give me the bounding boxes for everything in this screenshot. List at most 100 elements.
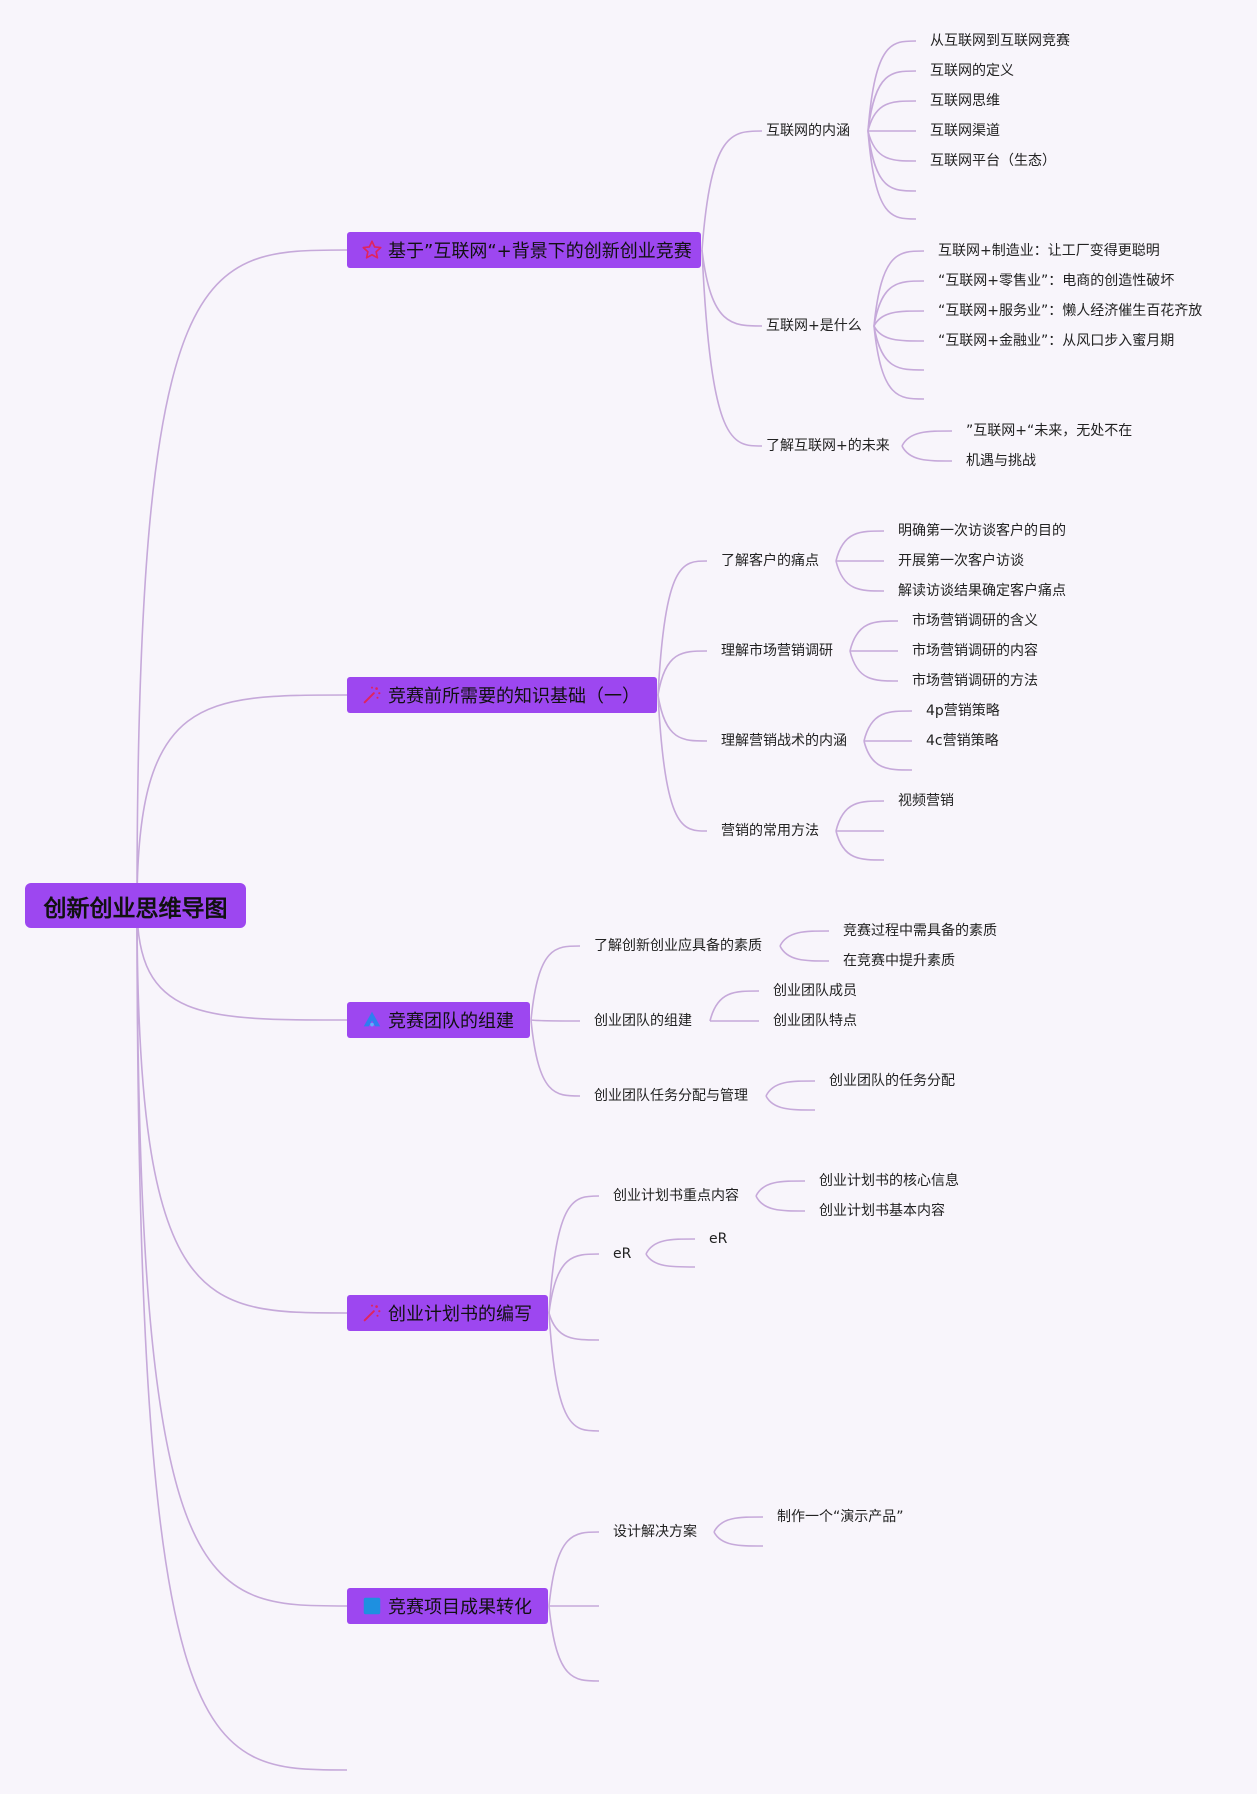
leaf-item[interactable]: 创业计划书的核心信息 <box>819 1173 959 1189</box>
connector-line <box>779 945 830 962</box>
connector-line <box>701 130 763 251</box>
leaf-item[interactable]: 竞赛过程中需具备的素质 <box>843 923 997 939</box>
leaf-item[interactable]: eR <box>709 1231 728 1247</box>
connector-line <box>867 130 917 220</box>
branch-results-transformation[interactable]: 竞赛项目成果转化 <box>347 1588 548 1624</box>
connector-line <box>136 249 348 907</box>
connector-line <box>136 905 348 1021</box>
connector-line <box>530 1019 581 1022</box>
topic-marketing-methods[interactable]: 营销的常用方法 <box>721 823 819 839</box>
connector-line <box>835 830 885 861</box>
leaf-item[interactable]: 视频营销 <box>898 793 954 809</box>
branch-label: 竞赛团队的组建 <box>388 1011 514 1032</box>
connector-line <box>530 1019 581 1097</box>
connector-line <box>548 1531 600 1607</box>
connector-line <box>136 694 348 907</box>
connector-line <box>863 710 913 742</box>
connector-line <box>645 1238 696 1255</box>
connector-line <box>873 280 925 327</box>
connector-line <box>709 990 760 1022</box>
connector-line <box>849 620 899 652</box>
magic-wand-icon <box>361 684 383 706</box>
leaf-item[interactable]: 开展第一次客户访谈 <box>898 553 1024 569</box>
leaf-item[interactable]: 互联网的定义 <box>930 63 1014 79</box>
leaf-item[interactable]: 互联网+制造业：让工厂变得更聪明 <box>938 243 1160 259</box>
topic-what-is-internet-plus[interactable]: 互联网+是什么 <box>766 318 862 334</box>
connector-line <box>779 930 830 947</box>
connector-line <box>136 905 348 1607</box>
connector-line <box>835 530 885 562</box>
connector-line <box>701 249 763 327</box>
branch-internet-plus-competition[interactable]: 基于”互联网“+背景下的创新创业竞赛 <box>347 232 701 268</box>
branch-label: 基于”互联网“+背景下的创新创业竞赛 <box>388 241 692 262</box>
leaf-item[interactable]: 市场营销调研的内容 <box>912 643 1038 659</box>
leaf-item[interactable]: 从互联网到互联网竞赛 <box>930 33 1070 49</box>
leaf-item[interactable]: “互联网+零售业”：电商的创造性破坏 <box>938 273 1175 289</box>
leaf-item[interactable]: 制作一个“演示产品” <box>777 1509 904 1525</box>
leaf-item[interactable]: 互联网思维 <box>930 93 1000 109</box>
connector-line <box>755 1195 806 1212</box>
leaf-item[interactable]: 4c营销策略 <box>926 733 999 749</box>
leaf-item[interactable]: 解读访谈结果确定客户痛点 <box>898 583 1066 599</box>
leaf-item[interactable]: 创业计划书基本内容 <box>819 1203 945 1219</box>
connector-line <box>755 1180 806 1197</box>
topic-task-management[interactable]: 创业团队任务分配与管理 <box>594 1088 748 1104</box>
connector-line <box>713 1531 764 1547</box>
team-icon <box>361 1009 383 1031</box>
topic-internet-connotation[interactable]: 互联网的内涵 <box>766 123 850 139</box>
connector-line <box>657 650 708 696</box>
connector-line <box>645 1253 696 1268</box>
connector-line <box>548 1312 600 1341</box>
leaf-item[interactable]: 市场营销调研的方法 <box>912 673 1038 689</box>
leaf-item[interactable]: 4p营销策略 <box>926 703 1000 719</box>
connector-line <box>901 430 953 447</box>
connector-line <box>657 560 708 696</box>
leaf-item[interactable]: 机遇与挑战 <box>966 453 1036 469</box>
topic-plan-key-content[interactable]: 创业计划书重点内容 <box>613 1188 739 1204</box>
connector-line <box>548 1253 600 1314</box>
connector-line <box>863 740 913 771</box>
branch-label: 竞赛前所需要的知识基础（一） <box>388 686 640 707</box>
leaf-item[interactable]: 在竞赛中提升素质 <box>843 953 955 969</box>
leaf-item[interactable]: ”互联网+“未来，无处不在 <box>966 423 1133 439</box>
connector-line <box>873 250 925 327</box>
connector-line <box>873 310 925 327</box>
leaf-item[interactable]: 创业团队特点 <box>773 1013 857 1029</box>
branch-label: 竞赛项目成果转化 <box>388 1597 532 1618</box>
leaf-item[interactable]: “互联网+金融业”：从风口步入蜜月期 <box>938 333 1175 349</box>
leaf-item[interactable]: 创业团队成员 <box>773 983 857 999</box>
leaf-item[interactable]: 明确第一次访谈客户的目的 <box>898 523 1066 539</box>
connector-line <box>548 1195 600 1314</box>
topic-customer-pain-points[interactable]: 了解客户的痛点 <box>721 553 819 569</box>
magic-wand-icon <box>361 1302 383 1324</box>
leaf-item[interactable]: 互联网平台（生态） <box>930 153 1056 169</box>
leaf-item[interactable]: “互联网+服务业”：懒人经济催生百花齐放 <box>938 303 1203 319</box>
topic-er[interactable]: eR <box>613 1246 632 1262</box>
square-icon <box>361 1595 383 1617</box>
connector-line <box>867 130 917 192</box>
connector-line <box>136 905 348 1314</box>
branch-knowledge-foundation[interactable]: 竞赛前所需要的知识基础（一） <box>347 677 657 713</box>
leaf-item[interactable]: 创业团队的任务分配 <box>829 1073 955 1089</box>
root-node[interactable]: 创新创业思维导图 <box>25 883 246 928</box>
connector-line <box>765 1080 816 1097</box>
branch-business-plan[interactable]: 创业计划书的编写 <box>347 1295 548 1331</box>
topic-entrepreneur-qualities[interactable]: 了解创新创业应具备的素质 <box>594 938 762 954</box>
connector-line <box>657 694 708 832</box>
topic-internet-plus-future[interactable]: 了解互联网+的未来 <box>766 438 890 454</box>
connector-line <box>765 1095 816 1111</box>
leaf-item[interactable]: 互联网渠道 <box>930 123 1000 139</box>
connector-line <box>136 905 348 1771</box>
leaf-item[interactable]: 市场营销调研的含义 <box>912 613 1038 629</box>
connector-line <box>713 1516 764 1533</box>
connector-line <box>701 249 763 447</box>
branch-team-building[interactable]: 竞赛团队的组建 <box>347 1002 530 1038</box>
topic-team-formation[interactable]: 创业团队的组建 <box>594 1013 692 1029</box>
connector-line <box>548 1312 600 1432</box>
topic-marketing-tactics[interactable]: 理解营销战术的内涵 <box>721 733 847 749</box>
branch-label: 创业计划书的编写 <box>388 1304 532 1325</box>
connector-line <box>873 325 925 371</box>
topic-market-research[interactable]: 理解市场营销调研 <box>721 643 833 659</box>
topic-design-solution[interactable]: 设计解决方案 <box>613 1524 697 1540</box>
